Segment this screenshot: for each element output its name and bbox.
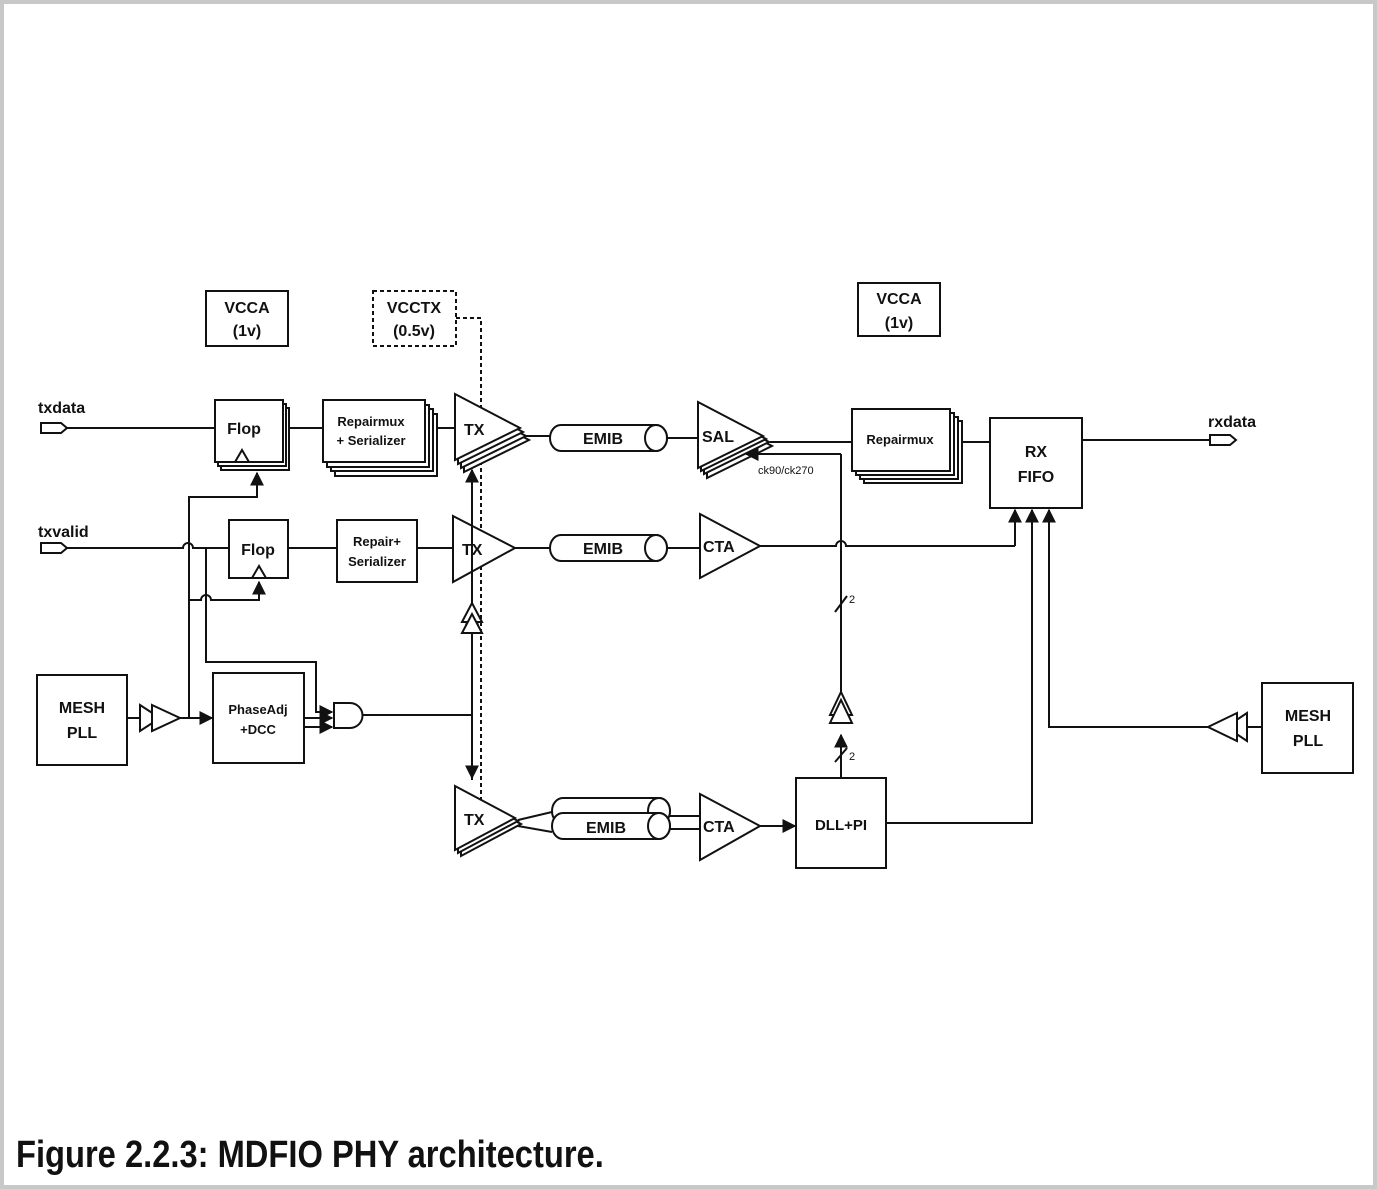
rxdata-port [1209,434,1238,446]
mdfio-phy-architecture-diagram: VCCA (1v) VCCTX (0.5v) VCCA (1v) Flop Fl… [36,282,1354,869]
vcca-left-label-1: VCCA [224,300,270,317]
rx-fifo-label-2: FIFO [1018,469,1054,486]
flop-top-stack [214,399,290,471]
tx-bot-driver [454,784,524,858]
repairmux-serializer-stack [322,399,438,477]
tx-bot-label: TX [464,812,485,829]
vcca-right-label-2: (1v) [885,315,913,332]
emib-bot-channel [551,797,671,840]
vcctx-box [372,290,457,347]
mesh-pll-right-label-1: MESH [1285,708,1331,725]
clock-buffer-left [139,703,162,733]
repairmux-rx-stack [851,408,963,484]
ck-label: ck90/ck270 [758,465,814,477]
repairmux-serializer-label-1: Repairmux [337,414,405,429]
mesh-pll-left-label-1: MESH [59,700,105,717]
sal-receiver [697,400,775,480]
repair-serializer-box [336,519,418,583]
emib-top-label: EMIB [583,431,623,448]
emib-top-channel [549,424,668,452]
tx-top-driver [454,392,532,474]
mesh-pll-left-box [36,674,128,766]
mesh-pll-right-label-2: PLL [1293,733,1323,750]
figure-caption: Figure 2.2.3: MDFIO PHY architecture. [16,1134,604,1176]
phaseadj-label-2: +DCC [240,722,276,737]
tx-mid-driver [452,514,518,584]
vcca-left-box [205,290,289,347]
phaseadj-label-1: PhaseAdj [228,702,287,717]
flop-top-label: Flop [227,421,261,438]
vcctx-rail [456,317,482,800]
cta-bot-receiver [699,792,763,862]
sal-label: SAL [702,429,734,446]
rxdata-label: rxdata [1208,414,1256,431]
mesh-pll-right-box [1261,682,1354,774]
vcca-left-label-2: (1v) [233,323,261,340]
repair-serializer-label-2: Serializer [348,554,406,569]
vcctx-label-1: VCCTX [387,300,442,317]
cta-bot-label: CTA [703,819,735,836]
dll-pi-label: DLL+PI [815,817,867,834]
vcca-right-label-1: VCCA [876,291,922,308]
emib-mid-label: EMIB [583,541,623,558]
tx-top-label: TX [464,422,485,439]
cta-mid-receiver [699,512,763,580]
phaseadj-dcc-box [212,672,305,764]
mesh-pll-left-label-2: PLL [67,725,97,742]
bus-width-lower-label: 2 [849,751,855,763]
repairmux-serializer-label-2: + Serializer [336,433,405,448]
rx-fifo-label-1: RX [1025,444,1048,461]
vcca-right-box [857,282,941,337]
txvalid-label: txvalid [38,524,89,541]
flop-mid-label: Flop [241,542,275,559]
cta-mid-label: CTA [703,539,735,556]
bus-width-upper-label: 2 [849,594,855,606]
rx-fifo-box [989,417,1083,509]
txdata-port [40,422,69,434]
dll-pi-box [795,777,887,869]
emib-bot-label: EMIB [586,820,626,837]
txdata-label: txdata [38,400,85,417]
txvalid-port [40,542,69,554]
emib-mid-channel [549,534,668,562]
repairmux-rx-label: Repairmux [866,432,934,447]
and-gate [333,702,364,729]
repair-serializer-label-1: Repair+ [353,534,401,549]
tx-mid-label: TX [462,542,483,559]
vcctx-label-2: (0.5v) [393,323,435,340]
